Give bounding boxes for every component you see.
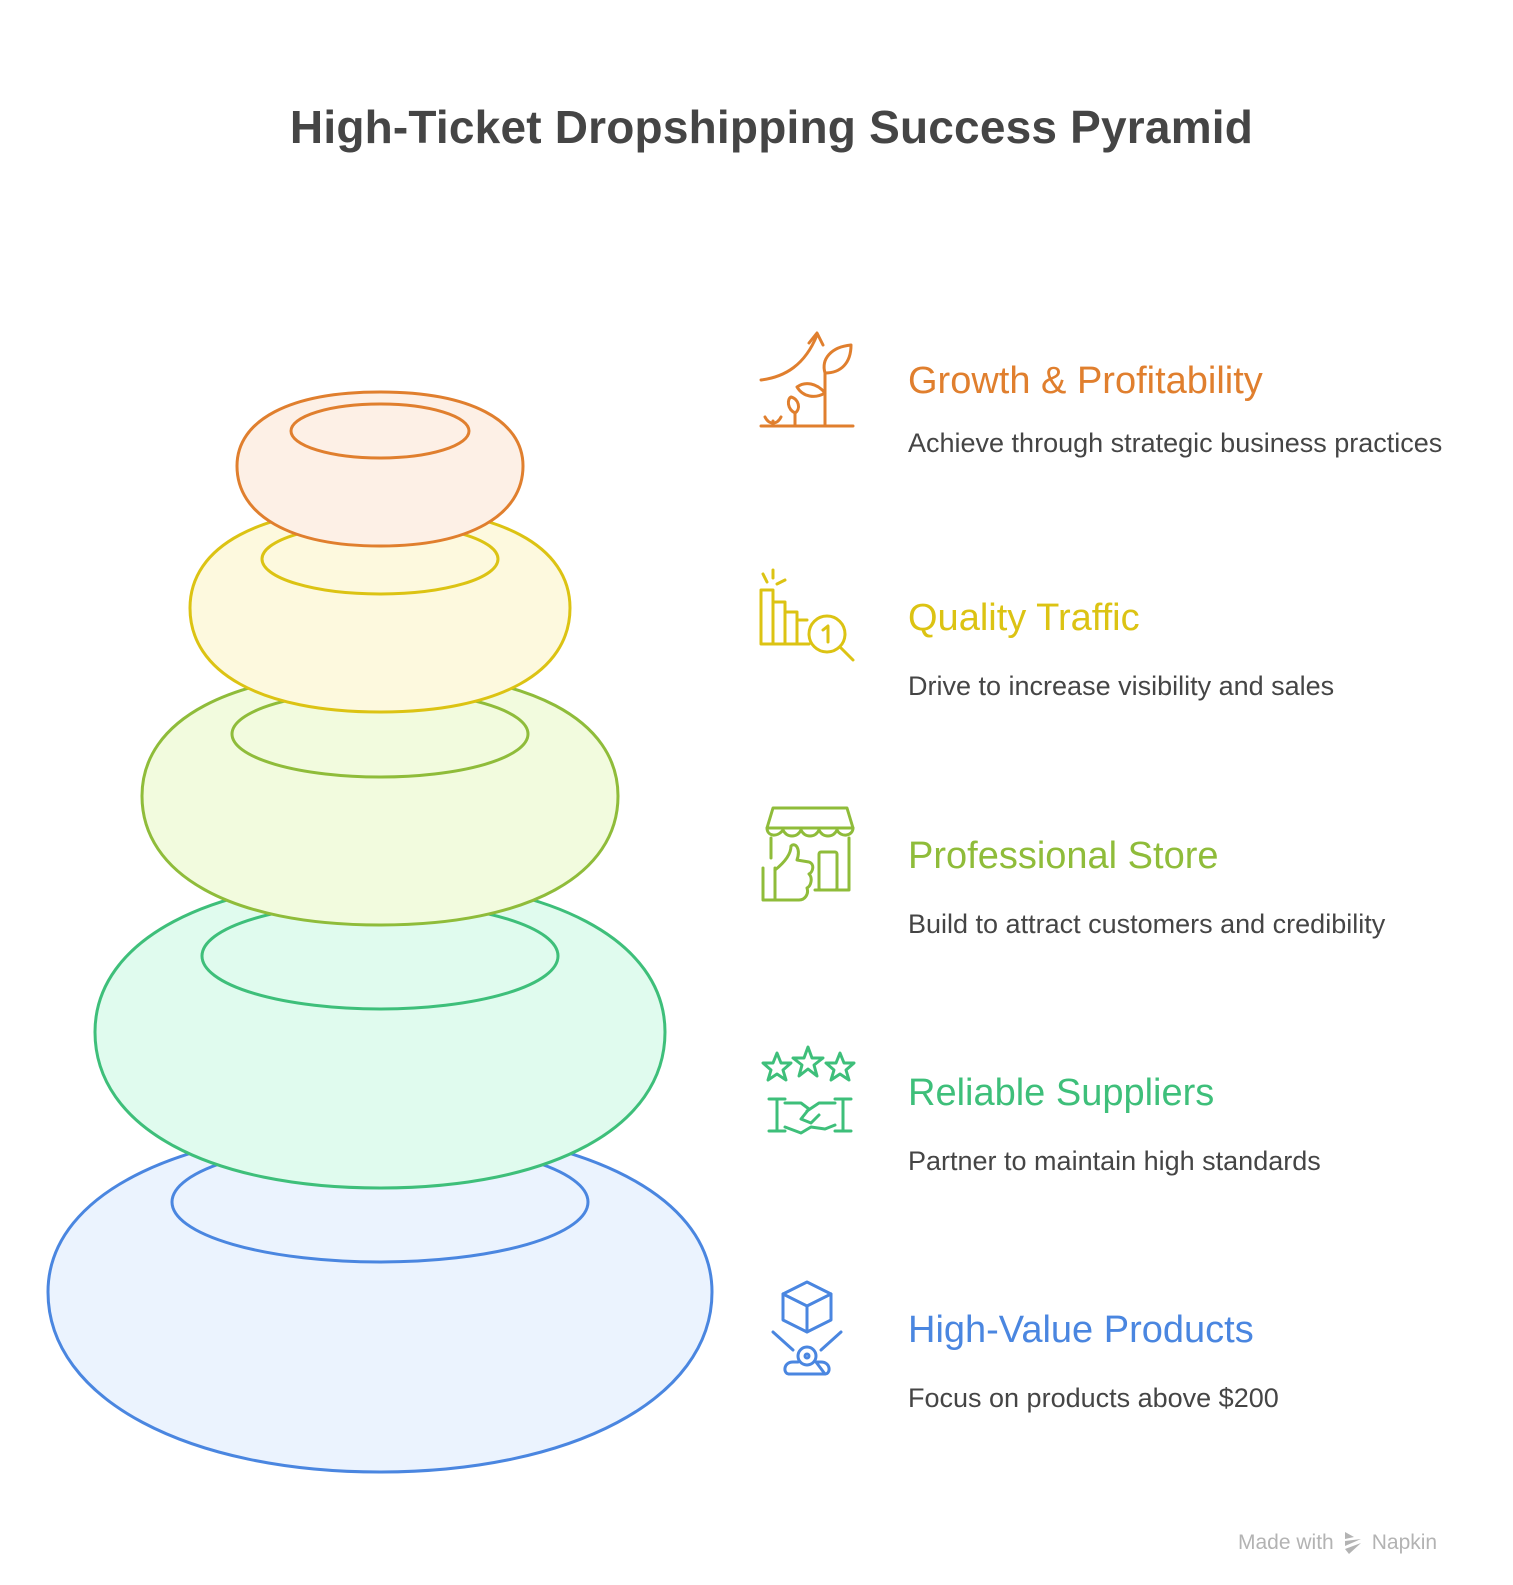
box-hologram-icon — [771, 1280, 843, 1376]
level-heading: Reliable Suppliers — [908, 1072, 1215, 1114]
level-description: Drive to increase visibility and sales — [908, 671, 1335, 701]
level-description: Focus on products above $200 — [908, 1383, 1279, 1413]
level-description: Achieve through strategic business pract… — [908, 428, 1443, 458]
level-heading: High-Value Products — [908, 1309, 1254, 1351]
made-with-napkin-badge[interactable]: Made with Napkin — [1238, 1530, 1437, 1556]
made-with-label: Made with — [1238, 1531, 1334, 1554]
level-description: Partner to maintain high standards — [908, 1146, 1321, 1176]
level-heading: Growth & Profitability — [908, 360, 1263, 402]
ring-professional-store — [140, 670, 620, 927]
ranking-search-icon — [759, 568, 855, 662]
stars-handshake-icon — [761, 1045, 856, 1135]
level-description: Build to attract customers and credibili… — [908, 909, 1386, 939]
napkin-logo-icon — [1344, 1532, 1361, 1554]
level-heading: Quality Traffic — [908, 597, 1140, 639]
growth-plant-icon — [759, 331, 855, 428]
page-title: High-Ticket Dropshipping Success Pyramid — [289, 101, 1254, 153]
napkin-brand-label: Napkin — [1371, 1531, 1438, 1554]
storefront-thumbs-up-icon — [761, 806, 855, 902]
level-heading: Professional Store — [908, 835, 1219, 877]
pyramid-rings — [46, 390, 714, 1474]
ring-growth-profitability — [235, 390, 525, 548]
